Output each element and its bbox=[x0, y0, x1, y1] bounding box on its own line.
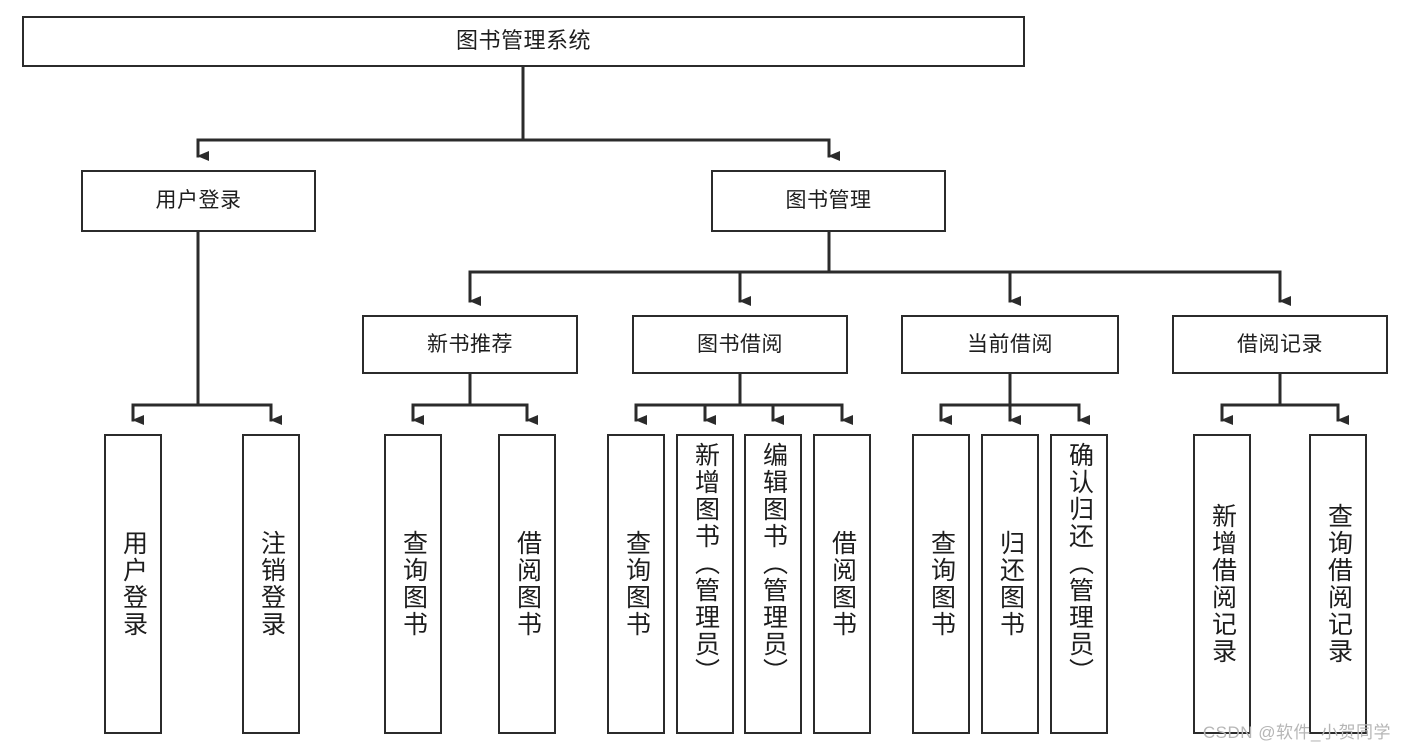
node-book-borrow[interactable]: 图书借阅 bbox=[632, 315, 848, 374]
node-label: 编辑图书（管理员） bbox=[759, 442, 788, 685]
node-label: 用户登录 bbox=[155, 189, 242, 213]
leaf-borrow-add-book-admin[interactable]: 新增图书（管理员） bbox=[676, 434, 734, 734]
node-label: 新书推荐 bbox=[427, 332, 513, 356]
node-label: 图书管理 bbox=[785, 189, 872, 213]
node-label: 新增图书（管理员） bbox=[691, 442, 720, 685]
leaf-borrow-borrow-book[interactable]: 借阅图书 bbox=[813, 434, 871, 734]
node-user-login[interactable]: 用户登录 bbox=[81, 170, 316, 232]
node-label: 查询图书 bbox=[927, 530, 956, 638]
node-label: 借阅记录 bbox=[1237, 332, 1323, 356]
node-label: 图书借阅 bbox=[697, 332, 783, 356]
leaf-records-query-record[interactable]: 查询借阅记录 bbox=[1309, 434, 1367, 734]
node-new-book-recommend[interactable]: 新书推荐 bbox=[362, 315, 578, 374]
node-current-borrow[interactable]: 当前借阅 bbox=[901, 315, 1119, 374]
leaf-current-return-book[interactable]: 归还图书 bbox=[981, 434, 1039, 734]
node-label: 新增借阅记录 bbox=[1208, 503, 1237, 665]
csdn-watermark: CSDN @软件_小贺同学 bbox=[1202, 723, 1391, 742]
node-label: 借阅图书 bbox=[513, 530, 542, 638]
leaf-records-add-record[interactable]: 新增借阅记录 bbox=[1193, 434, 1251, 734]
leaf-current-query-book[interactable]: 查询图书 bbox=[912, 434, 970, 734]
node-label: 图书管理系统 bbox=[455, 28, 591, 54]
node-root-system[interactable]: 图书管理系统 bbox=[22, 16, 1025, 67]
node-label: 注销登录 bbox=[257, 530, 286, 638]
node-label: 查询图书 bbox=[622, 530, 651, 638]
leaf-user-login-logout[interactable]: 注销登录 bbox=[242, 434, 300, 734]
node-label: 借阅图书 bbox=[828, 530, 857, 638]
node-label: 用户登录 bbox=[119, 530, 148, 638]
node-label: 当前借阅 bbox=[967, 332, 1053, 356]
leaf-user-login-login[interactable]: 用户登录 bbox=[104, 434, 162, 734]
leaf-recommend-query-book[interactable]: 查询图书 bbox=[384, 434, 442, 734]
leaf-borrow-query-book[interactable]: 查询图书 bbox=[607, 434, 665, 734]
node-label: 查询借阅记录 bbox=[1324, 503, 1353, 665]
node-label: 确认归还（管理员） bbox=[1065, 442, 1094, 685]
leaf-current-confirm-return-admin[interactable]: 确认归还（管理员） bbox=[1050, 434, 1108, 734]
node-borrow-records[interactable]: 借阅记录 bbox=[1172, 315, 1388, 374]
leaf-borrow-edit-book-admin[interactable]: 编辑图书（管理员） bbox=[744, 434, 802, 734]
leaf-recommend-borrow-book[interactable]: 借阅图书 bbox=[498, 434, 556, 734]
node-label: 归还图书 bbox=[996, 530, 1025, 638]
node-book-management[interactable]: 图书管理 bbox=[711, 170, 946, 232]
node-label: 查询图书 bbox=[399, 530, 428, 638]
